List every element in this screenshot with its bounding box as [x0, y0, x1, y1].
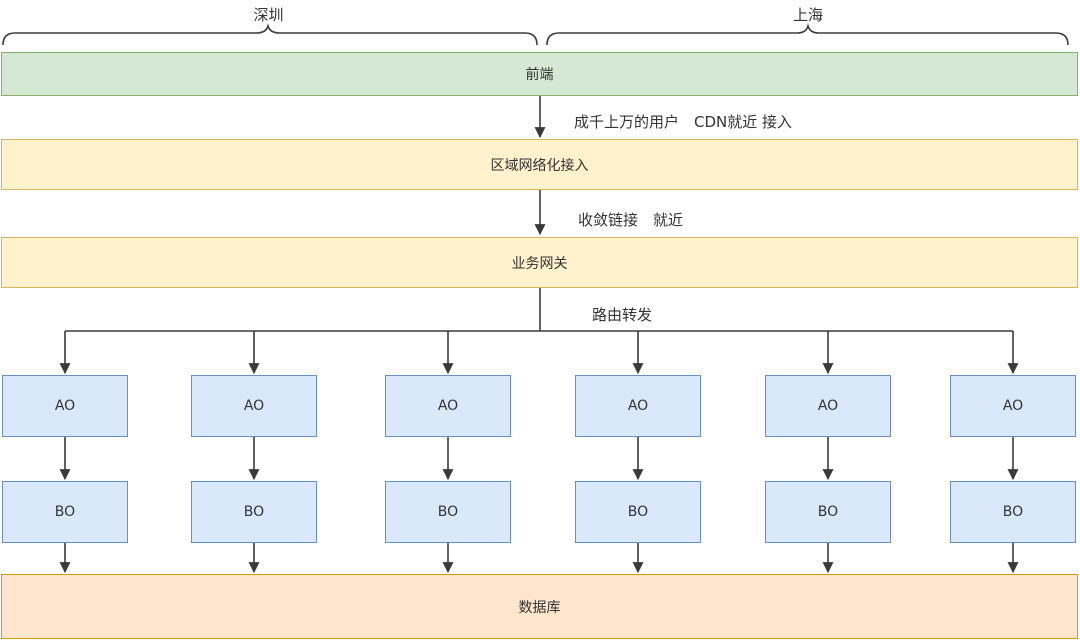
bo-node-3: BO [385, 481, 511, 543]
bo-node-4: BO [575, 481, 701, 543]
bo-node-5: BO [765, 481, 891, 543]
edge-label-cdn-access: 成千上万的用户 CDN就近 接入 [574, 113, 793, 131]
gateway-layer-bar: 业务网关 [1, 237, 1078, 288]
database-layer-bar: 数据库 [1, 574, 1078, 639]
bo-node-6: BO [950, 481, 1076, 543]
region-label-shenzhen: 深圳 [253, 6, 284, 24]
ao-node-3: AO [385, 375, 511, 437]
bo-node-2: BO [191, 481, 317, 543]
brace-shenzhen [2, 23, 538, 46]
ao-node-1: AO [2, 375, 128, 437]
ao-node-6: AO [950, 375, 1076, 437]
regional-access-layer-bar: 区域网络化接入 [1, 139, 1078, 190]
bo-node-1: BO [2, 481, 128, 543]
ao-node-4: AO [575, 375, 701, 437]
brace-shanghai [546, 23, 1069, 46]
edge-label-converge-link: 收敛链接 就近 [578, 211, 684, 229]
ao-node-2: AO [191, 375, 317, 437]
ao-node-5: AO [765, 375, 891, 437]
frontend-layer-bar: 前端 [1, 52, 1078, 96]
region-label-shanghai: 上海 [792, 6, 823, 24]
edge-label-route-forward: 路由转发 [592, 306, 653, 324]
